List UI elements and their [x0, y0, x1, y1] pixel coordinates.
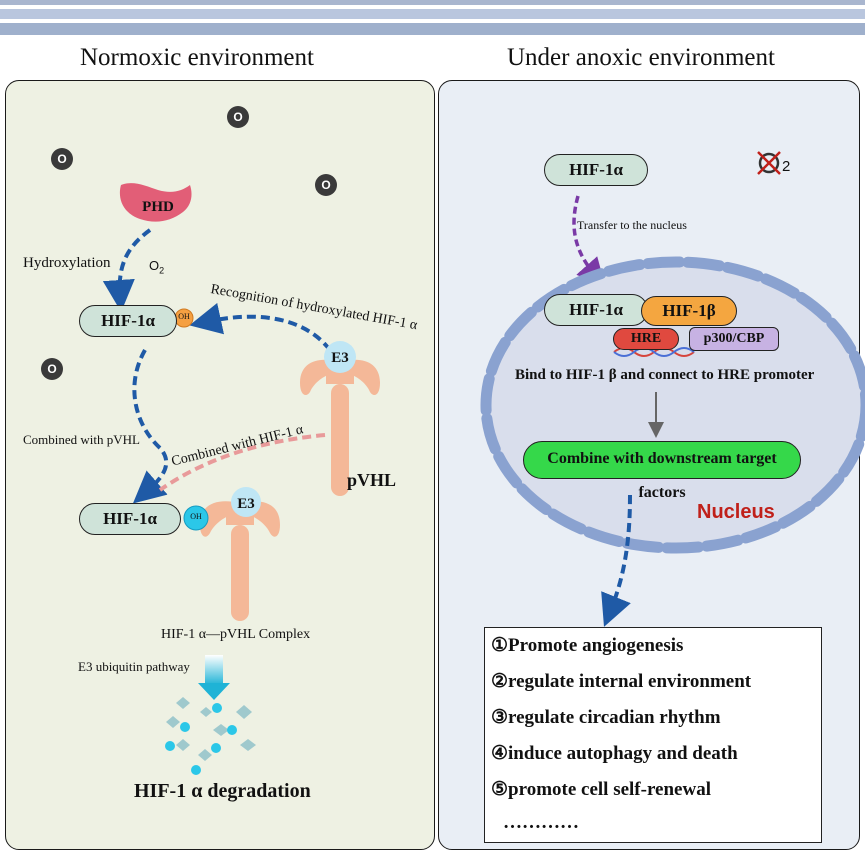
hif-1a-nucleus: HIF-1α [544, 294, 648, 326]
effects-arrow [601, 494, 632, 627]
ubiquitin-arrow-head [198, 683, 230, 700]
effect-item-5: ⑤promote cell self-renewal [491, 779, 711, 800]
effect-item-4: ④induce autophagy and death [491, 743, 738, 764]
transfer-label: Transfer to the nucleus [577, 218, 687, 232]
effect-item-1: ①Promote angiogenesis [491, 635, 684, 656]
no-o2-subscript: 2 [782, 158, 791, 175]
hif-1a-upper: HIF-1α [79, 305, 177, 337]
normoxic-panel [5, 80, 435, 850]
effect-item-3: ③regulate circadian rhythm [491, 707, 721, 728]
header-bar-bottom [0, 23, 865, 35]
no-oxygen-icon [757, 151, 781, 175]
hydroxylation-label: Hydroxylation [23, 255, 111, 271]
header-bar-top [0, 0, 865, 5]
effects-box: ①Promote angiogenesis ②regulate internal… [484, 627, 822, 843]
hre-element: HRE [613, 328, 679, 350]
oh-label-lower: OH [190, 512, 202, 521]
oxygen-icon-4: O [41, 358, 63, 380]
degradation-label: HIF-1 α degradation [134, 780, 311, 802]
ubiquitin-label: E3 ubiquitin pathway [78, 659, 190, 674]
oh-label-upper: OH [178, 312, 190, 321]
oxygen-icon-1: O [227, 106, 249, 128]
pvhl-label: pVHL [347, 470, 397, 490]
degradation-dots [165, 703, 237, 775]
o2-label: O2 [149, 258, 165, 276]
bind-label: Bind to HIF-1 β and connect to HRE promo… [515, 367, 815, 383]
svg-text:E3: E3 [331, 350, 349, 366]
recognition-arrow [189, 302, 332, 352]
svg-text:E3: E3 [237, 496, 255, 512]
hif-1a-cytoplasm: HIF-1α [544, 154, 648, 186]
phd-label: PHD [142, 199, 174, 215]
combined-pvhl-label: Combined with pVHL [23, 432, 140, 447]
hydroxylation-arrow [102, 228, 152, 312]
left-panel-title: Normoxic environment [80, 44, 314, 71]
nucleus-label: Nucleus [697, 501, 775, 523]
effect-item-ellipsis: ………… [503, 812, 579, 833]
phd-enzyme-shape [119, 183, 192, 222]
combine-box: Combine with downstream target factors [523, 441, 801, 501]
combined-hif-arrow [158, 433, 326, 492]
combined-pvhl-arrow [132, 349, 169, 504]
degradation-fragments [166, 697, 256, 761]
complex-label: HIF-1 α—pVHL Complex [161, 627, 311, 642]
ubiquitin-arrow-shaft [205, 655, 223, 685]
effect-item-2: ②regulate internal environment [491, 671, 752, 692]
header-bar-middle [0, 9, 865, 19]
oxygen-icon-3: O [315, 174, 337, 196]
hif-1b: HIF-1β [641, 296, 737, 326]
oxygen-icon-2: O [51, 148, 73, 170]
right-panel-title: Under anoxic environment [507, 44, 775, 71]
transfer-arrow [572, 195, 606, 287]
oh-circle-lower [183, 505, 209, 531]
hif-1a-lower: HIF-1α [79, 503, 181, 535]
pvhl-complex: E3 [200, 487, 280, 621]
p300-cbp: p300/CBP [689, 327, 779, 351]
pvhl-upper: E3 [300, 341, 380, 496]
